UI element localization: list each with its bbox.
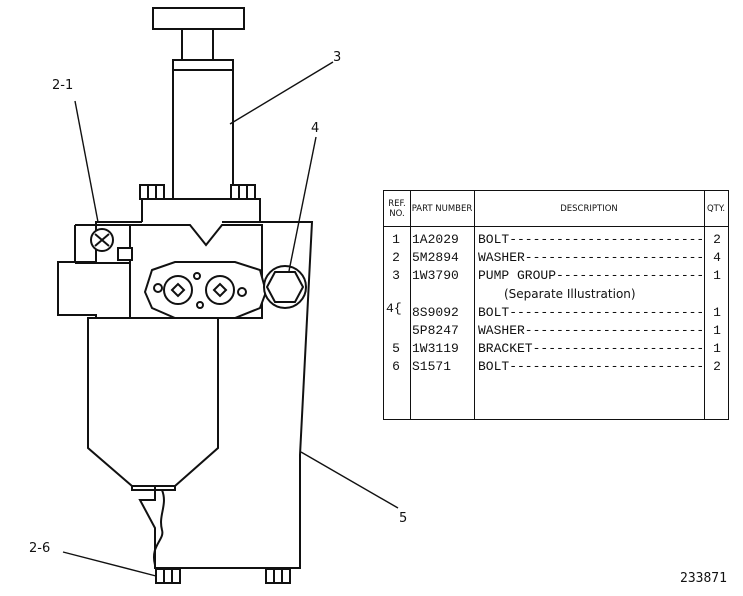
qty-cell: 2 [713, 232, 721, 247]
col-divider [410, 191, 411, 419]
table-row: 5 1W3119 BRACKET------------------------… [384, 340, 728, 358]
table-row: 1 1A2029 BOLT---------------------------… [384, 231, 728, 249]
t-handle [152, 7, 245, 60]
pump-barrel [172, 59, 234, 201]
table-row: 2 5M2894 WASHER-------------------------… [384, 249, 728, 267]
parts-list-table: REF. NO. PART NUMBER DESCRIPTION QTY. 1 … [383, 190, 729, 420]
port-plate [143, 261, 268, 319]
callout-4: 4 [311, 121, 320, 136]
ref-cell: 1 [392, 232, 400, 247]
qty-cell: 2 [713, 359, 721, 374]
table-row: 8S9092 BOLT---------------------------- … [384, 304, 728, 322]
qty-cell: 1 [713, 305, 721, 320]
part-number-cell: 1W3119 [412, 341, 459, 356]
header-description: DESCRIPTION [474, 191, 704, 227]
leader-lines [62, 61, 399, 577]
separate-illustration-note: (Separate Illustration) [504, 287, 636, 301]
description-cell: BOLT---------------------------- [478, 359, 702, 374]
description-cell: PUMP GROUP---------------------- [478, 268, 702, 283]
callout-2-1: 2-1 [52, 78, 74, 93]
bottom-bolt-right [265, 568, 291, 584]
part-number-cell: 5M2894 [412, 250, 459, 265]
qty-cell: 1 [713, 268, 721, 283]
ref-cell: 3 [392, 268, 400, 283]
part-number-cell: 5P8247 [412, 323, 459, 338]
callout-5: 5 [399, 511, 408, 526]
description-cell: BOLT---------------------------- [478, 232, 702, 247]
ref-cell: 5 [392, 341, 400, 356]
header-part-number: PART NUMBER [410, 191, 474, 227]
drain-line [152, 489, 165, 566]
qty-cell: 4 [713, 250, 721, 265]
description-cell: BRACKET------------------------- [478, 341, 702, 356]
qty-cell: 1 [713, 323, 721, 338]
bottom-bolt-left [155, 568, 181, 584]
part-number-cell: 8S9092 [412, 305, 459, 320]
description-cell: WASHER-------------------------- [478, 323, 702, 338]
col-divider [704, 191, 705, 419]
ref-cell: 2 [392, 250, 400, 265]
part-number-cell: S1571 [412, 359, 452, 374]
col-divider [474, 191, 475, 419]
ref-cell: 6 [392, 359, 400, 374]
part-number-cell: 1A2029 [412, 232, 459, 247]
top-bolt-right [230, 184, 256, 200]
table-row: 3 1W3790 PUMP GROUP---------------------… [384, 267, 728, 285]
description-cell: BOLT---------------------------- [478, 305, 702, 320]
table-row: 6 S1571 BOLT----------------------------… [384, 358, 728, 376]
table-row: 5P8247 WASHER-------------------------- … [384, 322, 728, 340]
part-number-cell: 1W3790 [412, 268, 459, 283]
hex-bolt [263, 265, 307, 309]
header-qty: QTY. [704, 191, 728, 227]
callout-3: 3 [333, 50, 342, 65]
filter-bowl [87, 317, 219, 491]
figure-number: 233871 [680, 571, 727, 586]
header-ref: REF. NO. [384, 191, 410, 227]
callout-2-6: 2-6 [29, 541, 51, 556]
top-bolt-left [139, 184, 165, 200]
description-cell: WASHER-------------------------- [478, 250, 702, 265]
pump-flange [141, 198, 261, 225]
qty-cell: 1 [713, 341, 721, 356]
group-ref-brace: 4{ [386, 301, 402, 316]
